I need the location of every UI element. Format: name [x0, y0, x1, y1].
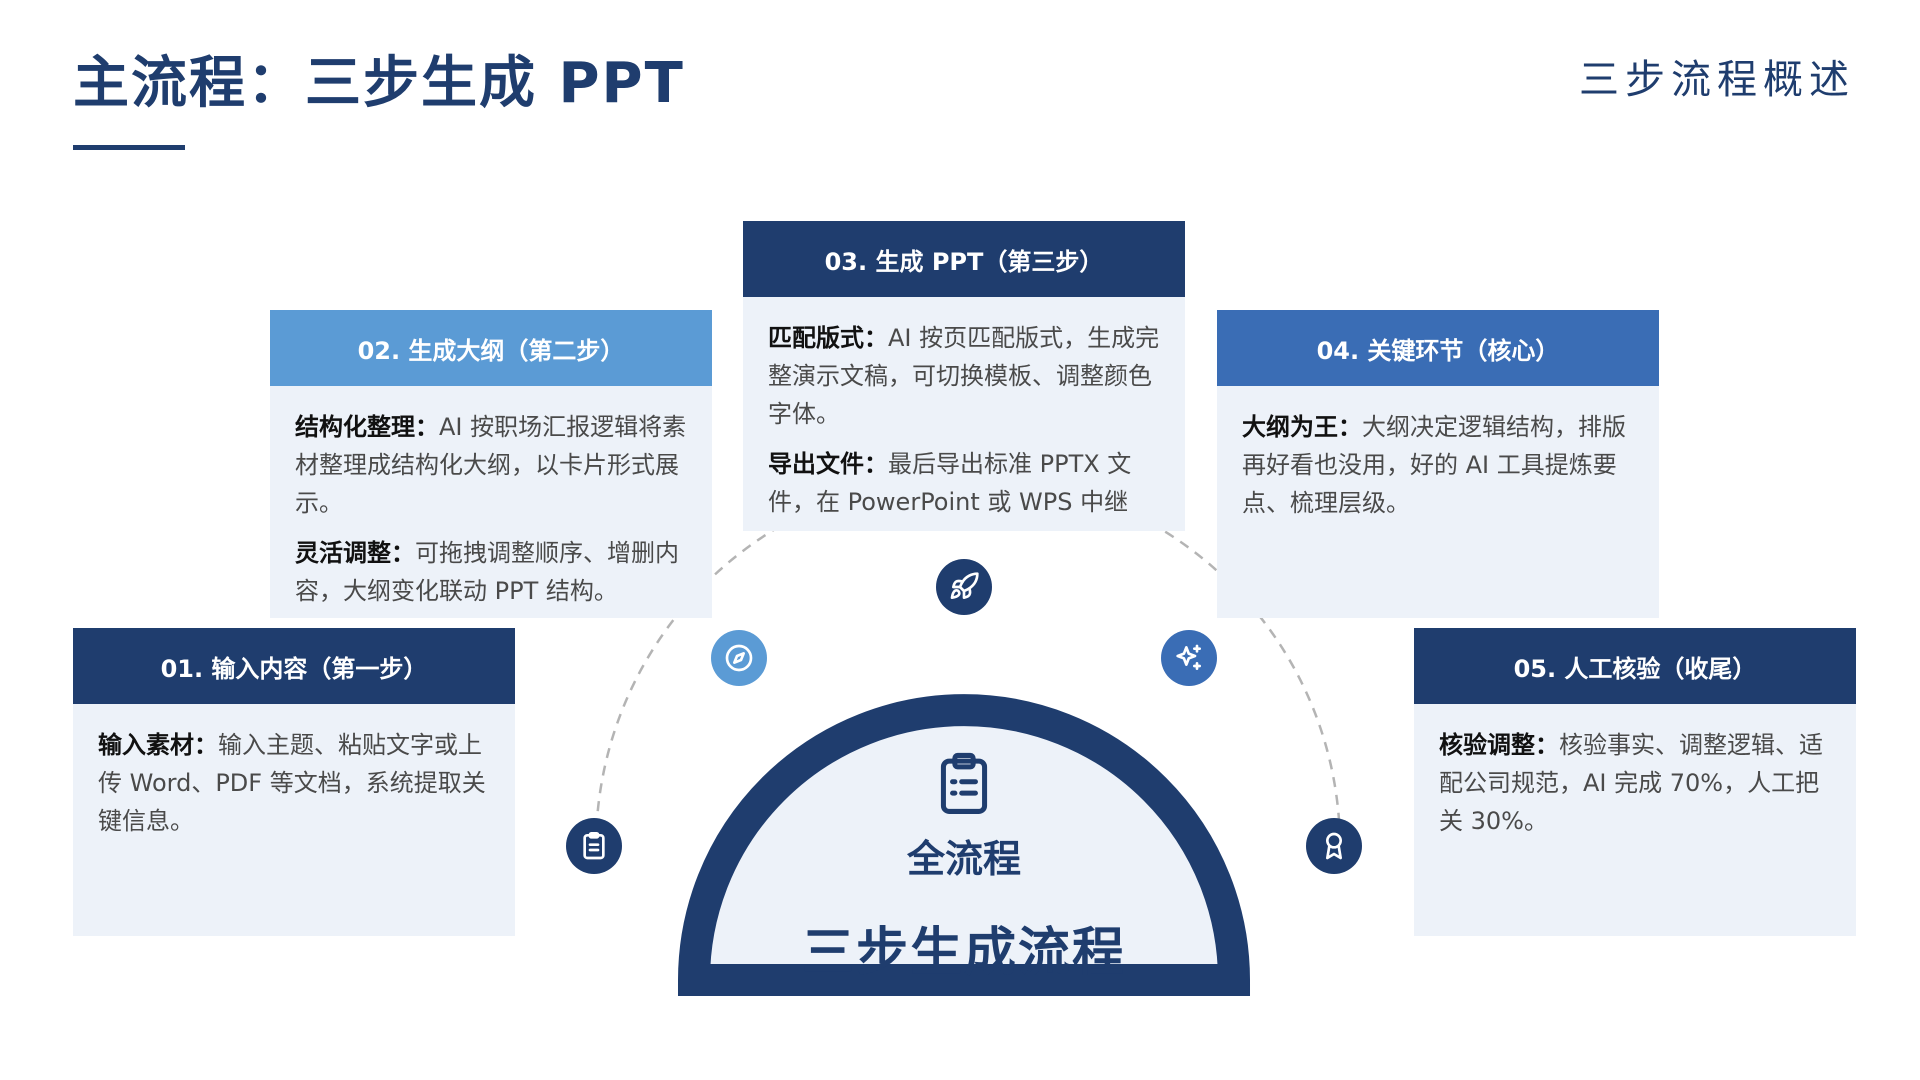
- item-text: 大纲决定逻辑结构，排版再好看也没用，好的 AI 工具提炼要点、梳理层级。: [1242, 413, 1626, 517]
- step-body-1: 输入素材：输入主题、粘贴文字或上传 Word、PDF 等文档，系统提取关键信息。: [73, 704, 515, 840]
- step-heading-5: 05. 人工核验（收尾）: [1414, 628, 1856, 704]
- step-heading-2: 02. 生成大纲（第二步）: [270, 310, 712, 386]
- step-heading-4: 04. 关键环节（核心）: [1217, 310, 1659, 386]
- item-text: AI 按职场汇报逻辑将素材整理成结构化大纲，以卡片形式展示。: [295, 413, 687, 517]
- rocket-icon: [936, 559, 992, 615]
- item-label: 大纲为王：: [1242, 413, 1362, 441]
- title-underline: [73, 145, 185, 150]
- step-card-5: 05. 人工核验（收尾） 核验调整：核验事实、调整逻辑、适配公司规范，AI 完成…: [1414, 628, 1856, 936]
- step-body-5: 核验调整：核验事实、调整逻辑、适配公司规范，AI 完成 70%，人工把关 30%…: [1414, 704, 1856, 840]
- step-heading-1: 01. 输入内容（第一步）: [73, 628, 515, 704]
- step-card-2: 02. 生成大纲（第二步） 结构化整理：AI 按职场汇报逻辑将素材整理成结构化大…: [270, 310, 712, 618]
- item-text: 可拖拽调整顺序、增删内容，大纲变化联动 PPT 结构。: [295, 539, 679, 605]
- clipboard-icon: [566, 818, 622, 874]
- page-title: 主流程：三步生成 PPT: [73, 51, 685, 116]
- item-label: 核验调整：: [1439, 731, 1559, 759]
- step-body-2: 结构化整理：AI 按职场汇报逻辑将素材整理成结构化大纲，以卡片形式展示。 灵活调…: [270, 386, 712, 610]
- item-text: 输入主题、粘贴文字或上传 Word、PDF 等文档，系统提取关键信息。: [98, 731, 486, 835]
- center-semicircle: [677, 694, 1251, 996]
- step-card-3: 03. 生成 PPT（第三步） 匹配版式：AI 按页匹配版式，生成完整演示文稿，…: [743, 221, 1185, 531]
- item-label: 结构化整理：: [295, 413, 439, 441]
- step-body-4: 大纲为王：大纲决定逻辑结构，排版再好看也没用，好的 AI 工具提炼要点、梳理层级…: [1217, 386, 1659, 522]
- clipboard-list-icon: [936, 752, 992, 816]
- compass-icon: [711, 630, 767, 686]
- page-subtitle: 三步流程概述: [1579, 57, 1855, 103]
- step-item: 导出文件：最后导出标准 PPTX 文件，在 PowerPoint 或 WPS 中…: [768, 445, 1161, 521]
- item-label: 导出文件：: [768, 450, 888, 478]
- center-title: 三步生成流程: [801, 923, 1126, 983]
- step-item: 结构化整理：AI 按职场汇报逻辑将素材整理成结构化大纲，以卡片形式展示。: [295, 408, 688, 522]
- item-text: AI 按页匹配版式，生成完整演示文稿，可切换模板、调整颜色字体。: [768, 324, 1160, 428]
- item-label: 匹配版式：: [768, 324, 888, 352]
- step-item: 核验调整：核验事实、调整逻辑、适配公司规范，AI 完成 70%，人工把关 30%…: [1439, 726, 1832, 840]
- step-heading-3: 03. 生成 PPT（第三步）: [743, 221, 1185, 297]
- sparkles-icon: [1161, 630, 1217, 686]
- step-item: 大纲为王：大纲决定逻辑结构，排版再好看也没用，好的 AI 工具提炼要点、梳理层级…: [1242, 408, 1635, 522]
- step-card-1: 01. 输入内容（第一步） 输入素材：输入主题、粘贴文字或上传 Word、PDF…: [73, 628, 515, 936]
- award-icon: [1306, 818, 1362, 874]
- step-item: 匹配版式：AI 按页匹配版式，生成完整演示文稿，可切换模板、调整颜色字体。: [768, 319, 1161, 433]
- item-text: 最后导出标准 PPTX 文件，在 PowerPoint 或 WPS 中继: [768, 450, 1132, 516]
- item-label: 灵活调整：: [295, 539, 415, 567]
- item-text: 核验事实、调整逻辑、适配公司规范，AI 完成 70%，人工把关 30%。: [1439, 731, 1823, 835]
- step-item: 灵活调整：可拖拽调整顺序、增删内容，大纲变化联动 PPT 结构。: [295, 534, 688, 610]
- step-card-4: 04. 关键环节（核心） 大纲为王：大纲决定逻辑结构，排版再好看也没用，好的 A…: [1217, 310, 1659, 618]
- step-item: 输入素材：输入主题、粘贴文字或上传 Word、PDF 等文档，系统提取关键信息。: [98, 726, 491, 840]
- item-label: 输入素材：: [98, 731, 218, 759]
- step-body-3: 匹配版式：AI 按页匹配版式，生成完整演示文稿，可切换模板、调整颜色字体。 导出…: [743, 297, 1185, 553]
- center-label: 全流程: [906, 837, 1021, 881]
